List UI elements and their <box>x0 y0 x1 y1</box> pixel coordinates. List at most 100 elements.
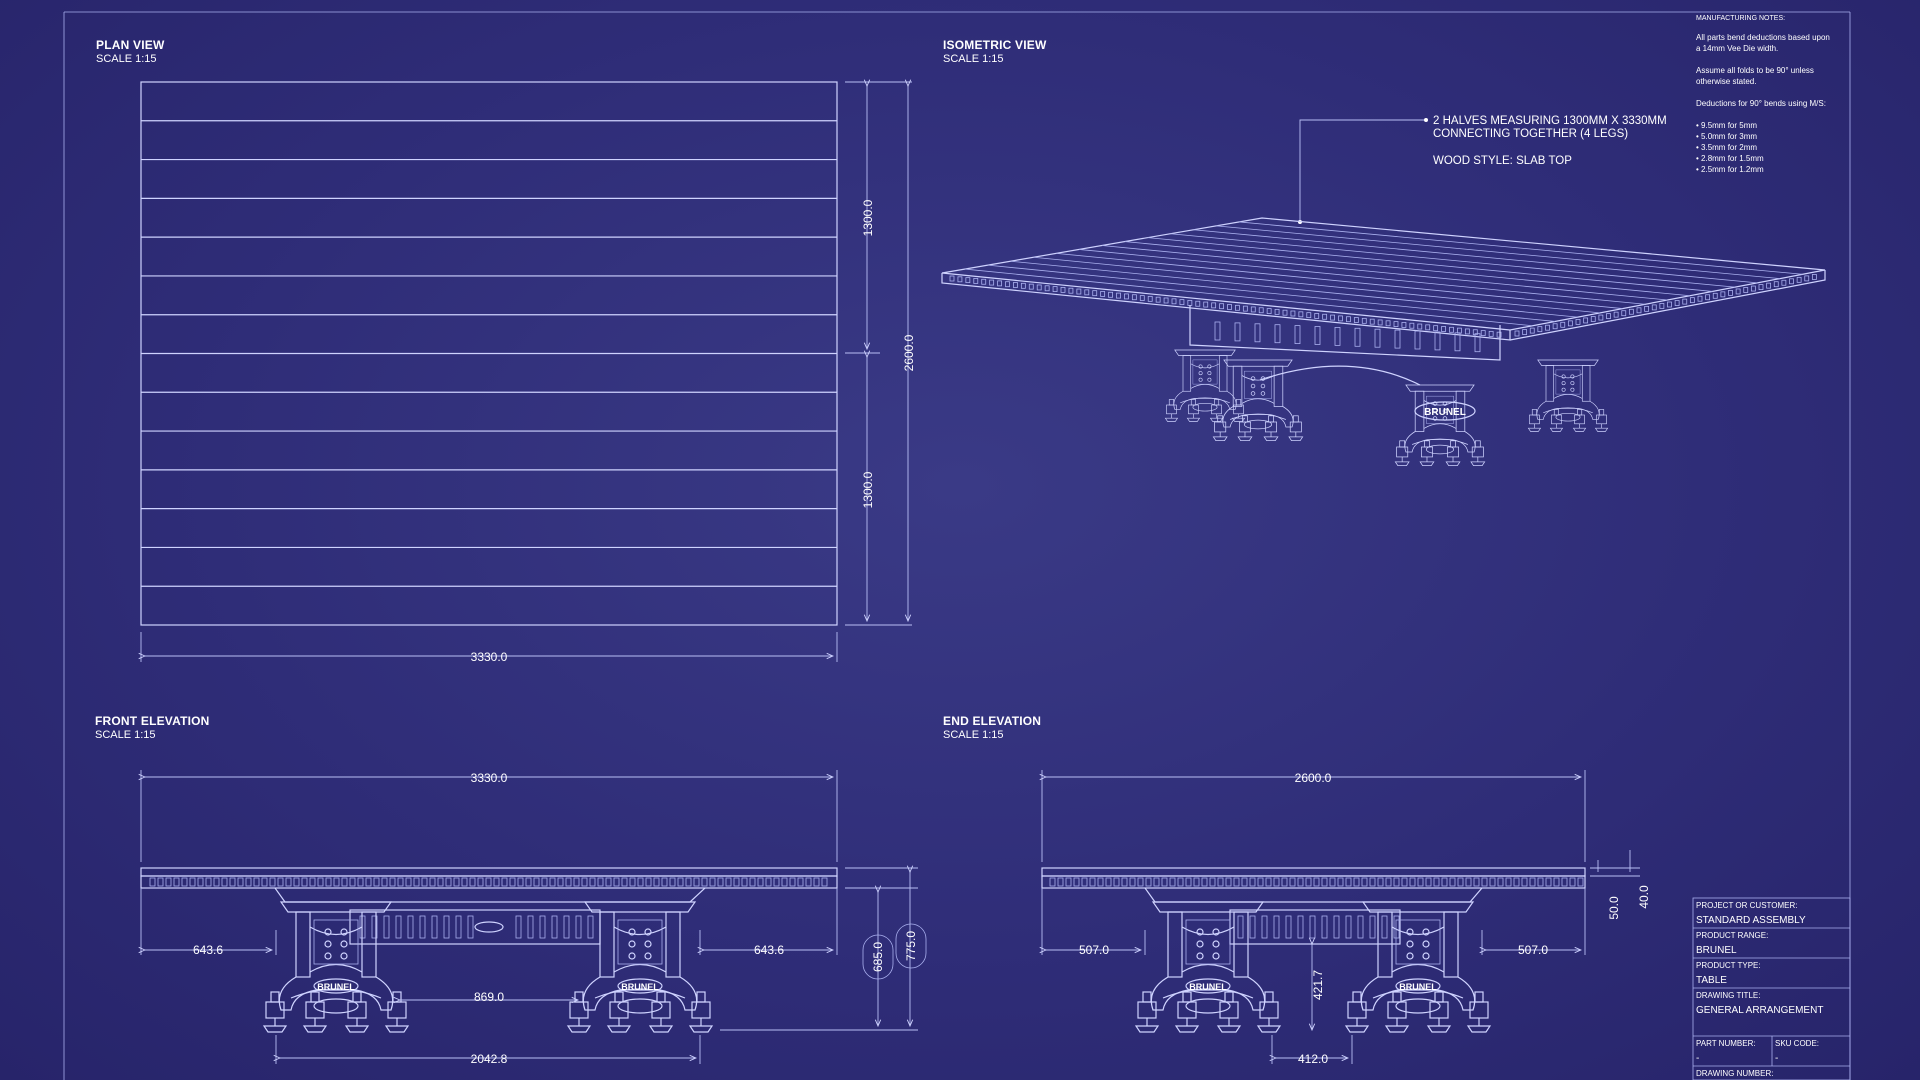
end-rivet <box>1553 877 1560 887</box>
plan-view-tabletop <box>140 81 838 626</box>
iso-rivet <box>1393 321 1399 328</box>
iso-rivet <box>1766 282 1772 289</box>
front-rivet <box>533 877 540 887</box>
end-rivet <box>1433 877 1440 887</box>
end-rivet <box>1113 877 1120 887</box>
front-rivet <box>693 877 700 887</box>
mfg-notes-heading: MANUFACTURING NOTES: <box>1696 15 1785 22</box>
front-rivet <box>461 877 468 887</box>
end-rivet <box>1105 877 1112 887</box>
iso-rivet <box>1529 327 1535 334</box>
front-rivet <box>757 877 764 887</box>
front-rivet <box>565 877 572 887</box>
iso-rivet <box>1163 297 1169 304</box>
end-rivet <box>1297 877 1304 887</box>
tb-project-label: PROJECT OR CUSTOMER: <box>1696 901 1798 910</box>
end-rivet <box>1353 877 1360 887</box>
end-slot <box>1249 915 1256 939</box>
tb-type-label: PRODUCT TYPE: <box>1696 961 1761 970</box>
front-rivet <box>213 877 220 887</box>
iso-plank-seam <box>1010 260 1578 318</box>
end-slot <box>1261 915 1268 939</box>
front-rivet <box>181 877 188 887</box>
iso-rivet <box>1621 310 1627 317</box>
iso-rivet <box>1720 291 1726 298</box>
iso-brand-text: BRUNEL <box>1424 407 1466 418</box>
end-rivet <box>1569 877 1576 887</box>
iso-rivet <box>1266 308 1272 314</box>
iso-plank-seam <box>964 268 1533 327</box>
end-rivet <box>1193 877 1200 887</box>
iso-plank-seam <box>1056 252 1623 309</box>
front-rivet <box>397 877 404 887</box>
iso-rivet <box>1044 285 1050 292</box>
front-rivet <box>797 877 804 887</box>
end-rivet <box>1393 877 1400 887</box>
title-block <box>1692 897 1851 1080</box>
front-rivet <box>301 877 308 887</box>
iso-rivet <box>1567 320 1573 327</box>
front-dim-height-under: 685.0 <box>871 942 885 972</box>
front-rivet <box>245 877 252 887</box>
iso-rivet <box>1274 308 1280 315</box>
iso-plank-seam <box>1147 237 1713 292</box>
iso-rivet <box>1560 321 1566 328</box>
iso-rivet <box>1457 327 1462 334</box>
end-slot <box>1285 915 1292 939</box>
front-dim-overhang-left: 643.6 <box>193 943 223 957</box>
front-rivet <box>405 877 412 887</box>
iso-rivet <box>1705 294 1711 301</box>
iso-rivet <box>1728 289 1733 296</box>
end-rivet <box>1289 877 1296 887</box>
tb-type-value: TABLE <box>1696 975 1727 986</box>
front-rivet <box>661 877 668 887</box>
iso-rivet <box>1028 283 1034 290</box>
iso-plank-seam <box>1216 225 1781 279</box>
iso-rivet <box>1203 301 1209 308</box>
front-slot <box>467 915 474 939</box>
iso-rivet <box>1211 302 1217 309</box>
iso-rivet <box>1750 285 1756 292</box>
iso-rivet <box>1773 281 1779 288</box>
iso-rivet <box>1796 276 1802 283</box>
iso-rivet <box>989 279 995 286</box>
front-dimensions <box>141 770 927 1064</box>
iso-rivet <box>1179 299 1185 306</box>
iso-slot <box>1294 325 1301 345</box>
iso-plank-seam <box>1193 229 1758 284</box>
isometric-view-title: ISOMETRIC VIEW <box>943 38 1047 52</box>
mfg-note-1a: All parts bend deductions based upon <box>1696 33 1830 42</box>
front-slot <box>419 915 426 939</box>
end-elevation-table: BRUNEL BRUNEL <box>1041 867 1586 1033</box>
front-rivet <box>541 877 548 887</box>
end-rivet <box>1505 877 1512 887</box>
front-rivet <box>229 877 236 887</box>
front-rivet <box>325 877 332 887</box>
end-rivet <box>1089 877 1096 887</box>
iso-note-line3: WOOD STYLE: SLAB TOP <box>1433 155 1572 167</box>
front-rivet <box>805 877 812 887</box>
end-dim-beam-width: 412.0 <box>1298 1052 1328 1066</box>
iso-rivet <box>1598 314 1604 321</box>
mfg-item-3: • 3.5mm for 2mm <box>1696 143 1757 152</box>
end-rivet <box>1409 877 1416 887</box>
front-rivet <box>261 877 268 887</box>
end-rivet <box>1577 877 1584 887</box>
mfg-note-2b: otherwise stated. <box>1696 77 1756 86</box>
tb-drawing-label: DRAWING TITLE: <box>1696 991 1760 1000</box>
plan-dim-length: 3330.0 <box>471 650 508 664</box>
plan-view-title: PLAN VIEW <box>96 38 165 52</box>
end-rivet <box>1529 877 1536 887</box>
front-dim-overhang-right: 643.6 <box>754 943 784 957</box>
front-rivet <box>269 877 276 887</box>
end-rivet <box>1225 877 1232 887</box>
iso-rivet <box>1187 300 1193 306</box>
iso-slot <box>1354 327 1361 347</box>
end-dim-skirt: 40.0 <box>1637 885 1651 909</box>
front-slot <box>443 915 450 939</box>
end-dim-overhang-right: 507.0 <box>1518 943 1548 957</box>
front-rivet <box>813 877 820 887</box>
iso-rivet <box>1092 290 1098 297</box>
tb-sku-label: SKU CODE: <box>1775 1039 1819 1048</box>
iso-rivet <box>1644 305 1650 312</box>
